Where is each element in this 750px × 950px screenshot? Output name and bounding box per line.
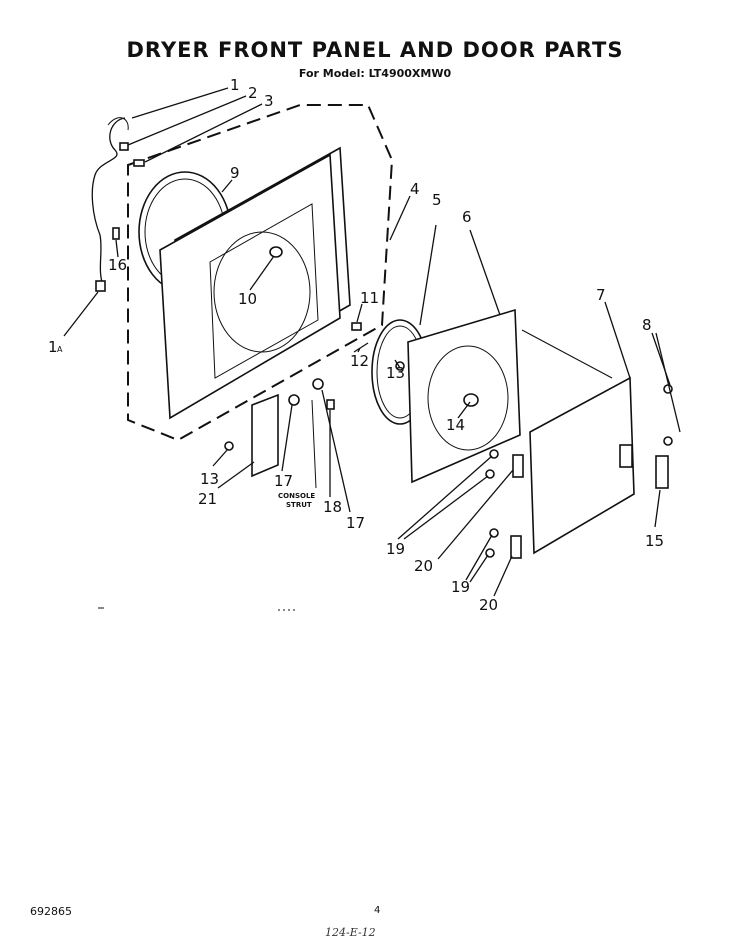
handwritten-stamp: 124-E-12 [325,926,376,939]
clip-18 [326,399,335,410]
leader-19d [469,554,489,583]
access-panel [251,393,279,478]
grommet-17b [312,378,324,390]
callout-18: 18 [323,498,342,516]
callout-21: 21 [198,490,217,508]
cabinet-outline-dashed [127,104,394,442]
leader-1 [131,87,229,119]
screw-12 [353,342,369,353]
callout-14: 14 [446,416,465,434]
outer-door-edge [521,329,613,379]
callout-11: 11 [360,289,379,307]
leader-19a [397,455,493,540]
callout-19b: 19 [451,578,470,596]
leader-19b [403,475,489,540]
hinge-20a [512,454,524,478]
grommet-17a [288,394,300,406]
door-handle-15 [655,455,669,489]
door-switch-10 [269,246,283,258]
outer-door [529,376,635,555]
wire-harness-loop [107,117,129,131]
callout-8: 8 [642,316,652,334]
callout-3: 3 [264,92,274,110]
callout-20b: 20 [479,596,498,614]
leader-17a [281,404,293,472]
hinge-20b [510,535,522,559]
door-opening [213,231,311,353]
leader-17b [321,389,351,513]
callout-4: 4 [410,180,420,198]
leader-6 [469,229,501,316]
callout-16: 16 [108,256,127,274]
switch-16 [112,227,120,240]
front-panel-recess [209,203,319,379]
leader-20b [493,555,513,597]
page-number: 4 [374,905,381,916]
callout-1a: 1 [48,338,58,356]
callout-7: 7 [596,286,606,304]
callout-12: 12 [350,352,369,370]
door-catch-14 [463,393,479,407]
leader-9 [221,179,233,193]
page-title: DRYER FRONT PANEL AND DOOR PARTS [126,38,624,62]
console-strut [311,399,317,489]
front-panel [159,153,341,420]
leader-3 [144,103,263,163]
console-strut-label-1: CONSOLE [278,492,315,500]
console-strut-label-2: STRUT [286,501,312,509]
leader-2 [127,95,247,146]
leader-8b [655,332,681,433]
callout-20a: 20 [414,557,433,575]
callout-10: 10 [238,290,257,308]
leader-5 [419,224,437,326]
leader-16 [115,239,119,258]
connector-3 [133,159,145,167]
leader-15 [654,489,661,528]
bracket-11 [351,322,362,331]
connector-2 [119,142,129,151]
callout-1: 1 [230,76,240,94]
wire-harness [91,117,126,283]
callout-1a-sub: A [57,345,63,354]
screw-13a [224,441,234,451]
callout-6: 6 [462,208,472,226]
leader-19c [465,534,493,581]
leader-10 [249,255,275,291]
document-number: 692865 [30,905,72,918]
door-handle-slot [619,444,633,468]
model-subtitle: For Model: LT4900XMW0 [298,67,452,80]
screw-8b [663,436,673,446]
callout-17b: 17 [346,514,365,532]
leader-21 [217,461,255,489]
callout-13a: 13 [200,470,219,488]
callout-13b: 13 [386,364,405,382]
leader-4 [389,195,411,241]
inner-door-panel [407,308,521,484]
callout-17a: 17 [274,472,293,490]
leader-11 [356,303,363,323]
callout-9: 9 [230,164,240,182]
callout-15: 15 [645,532,664,550]
leader-12 [357,347,361,353]
callout-19a: 19 [386,540,405,558]
callout-5: 5 [432,191,442,209]
leader-20a [437,469,514,560]
leader-13a [212,448,229,467]
leader-13b [394,359,401,369]
harness-connector [95,280,106,292]
leader-1a [63,291,99,337]
leader-14 [457,401,471,419]
inner-door-window [427,345,509,451]
callout-2: 2 [248,84,258,102]
leader-7 [604,301,631,379]
